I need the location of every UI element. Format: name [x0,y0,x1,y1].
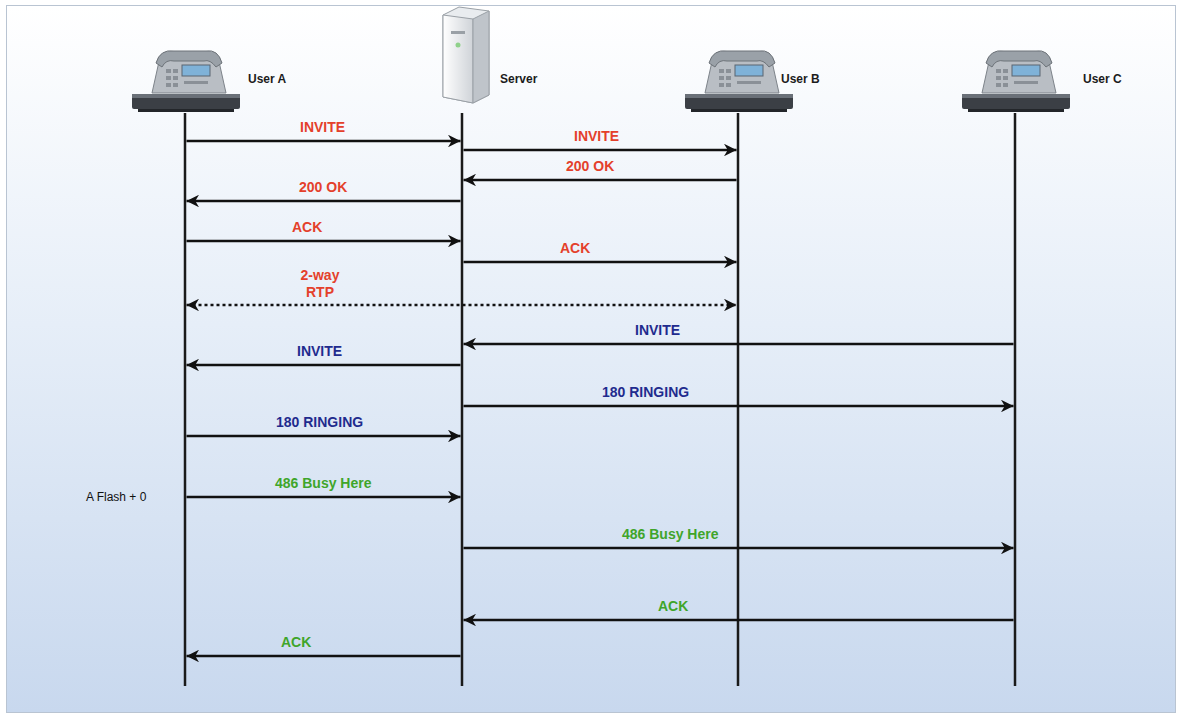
sip-message [464,261,737,264]
sip-message [187,304,737,307]
sip-message [187,435,461,438]
phone-participant: User C [960,5,1126,113]
sip-message [187,240,461,243]
message-label: INVITE [300,119,345,136]
participant-name: User C [1083,72,1122,86]
lifeline [1014,113,1017,686]
phone-icon [683,5,795,115]
message-label: ACK [281,634,311,651]
phone-participant: User A [130,5,291,113]
message-label: 486 Busy Here [622,526,719,543]
message-label: ACK [658,598,688,615]
sip-message [464,547,1014,550]
message-label: 180 RINGING [276,414,363,431]
message-label: INVITE [297,343,342,360]
sip-message [187,200,461,203]
message-label: 200 OK [566,158,614,175]
sip-message [187,140,461,143]
participant-name: User A [248,72,286,86]
action-note: A Flash + 0 [86,490,146,504]
phone-icon [960,5,1072,115]
message-label: ACK [560,240,590,257]
message-label: ACK [292,219,322,236]
sip-message [464,405,1014,408]
sip-message [464,343,1014,346]
sip-message [187,364,461,367]
message-label: 486 Busy Here [275,475,372,492]
sip-message [464,619,1014,622]
phone-participant: User B [683,5,824,113]
sip-message [464,149,737,152]
message-label: INVITE [635,322,680,339]
lifeline [461,113,464,686]
message-label: 200 OK [299,179,347,196]
sip-message [464,179,737,182]
lifeline [184,113,187,686]
message-label: INVITE [574,128,619,145]
participant-name: Server [500,72,537,86]
message-label: 2-way RTP [290,267,350,301]
lifeline [737,113,740,686]
sip-message [187,655,461,658]
server-icon [407,5,519,115]
server-participant: Server [407,5,542,113]
sip-message [187,496,461,499]
participant-name: User B [781,72,820,86]
phone-icon [130,5,242,115]
message-label: 180 RINGING [602,384,689,401]
